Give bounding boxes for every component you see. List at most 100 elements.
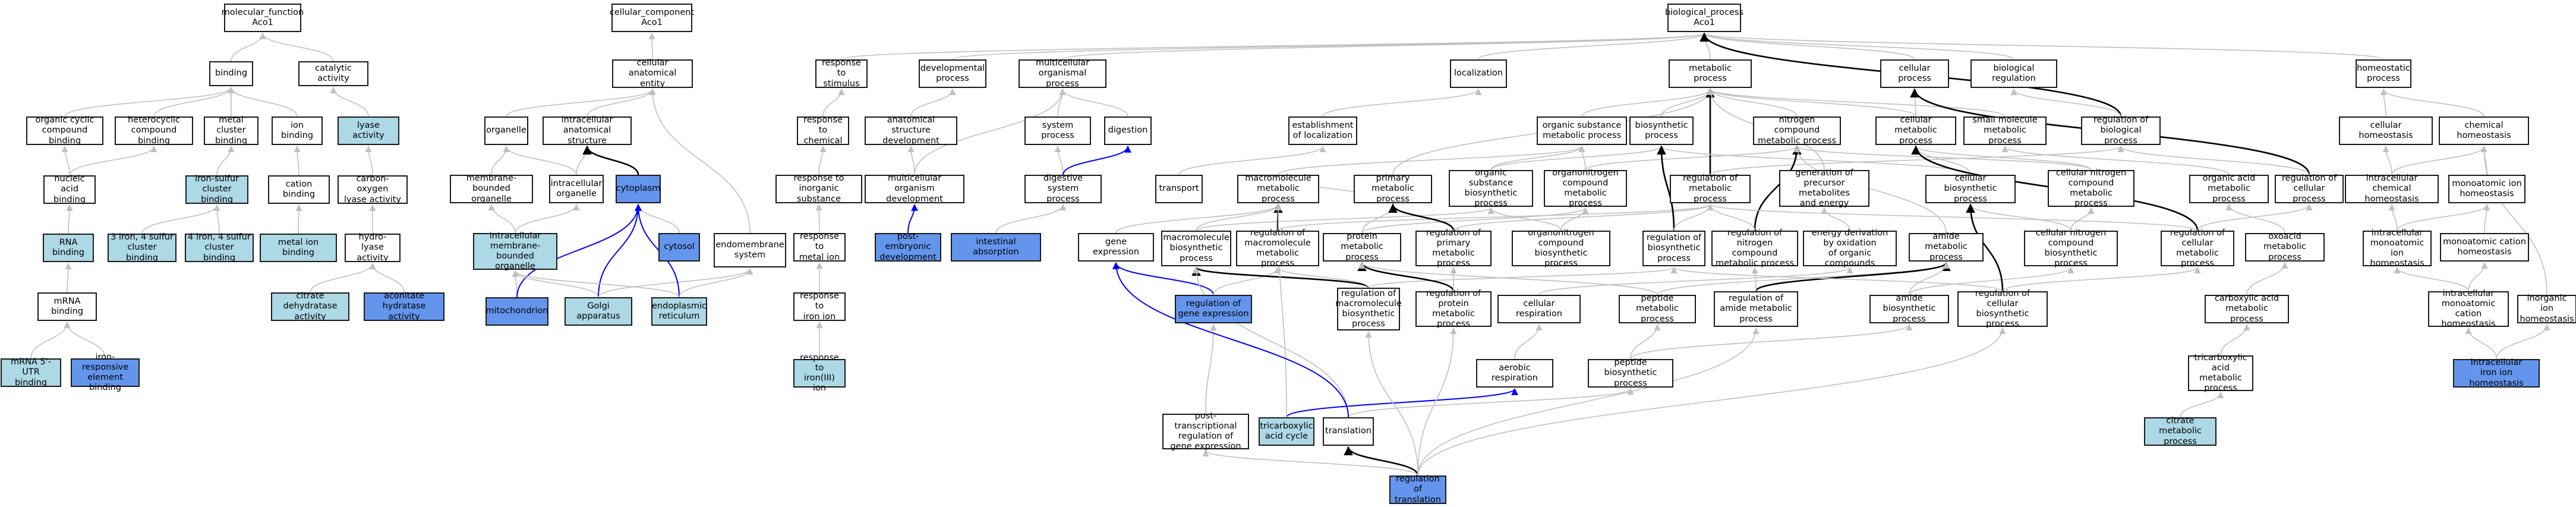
node-ion-binding[interactable]: ion binding bbox=[272, 116, 323, 145]
node-golgi-apparatus[interactable]: Golgi apparatus bbox=[565, 297, 632, 326]
node-translation[interactable]: translation bbox=[1323, 417, 1374, 446]
node-binding[interactable]: binding bbox=[209, 61, 253, 86]
node-system-process[interactable]: system process bbox=[1024, 116, 1091, 145]
node-cellular-process[interactable]: cellular process bbox=[1880, 59, 1949, 88]
node-rna-binding[interactable]: RNA binding bbox=[43, 234, 94, 262]
node-catalytic-activity[interactable]: catalytic activity bbox=[298, 61, 368, 86]
node-localization[interactable]: localization bbox=[1450, 59, 1507, 88]
node-metal-ion-binding[interactable]: metal ion binding bbox=[260, 234, 337, 262]
node-gene-expression[interactable]: gene expression bbox=[1078, 233, 1154, 262]
node-cellular-respiration[interactable]: cellular respiration bbox=[1497, 295, 1581, 323]
node-cellular-homeostasis[interactable]: cellular homeostasis bbox=[2339, 116, 2433, 145]
node-biological-regulation[interactable]: biological regulation bbox=[1970, 59, 2057, 88]
node-transport[interactable]: transport bbox=[1155, 175, 1203, 203]
node-chemical-homeostasis[interactable]: chemical homeostasis bbox=[2439, 116, 2529, 145]
node-intestinal-absorption[interactable]: intestinal absorption bbox=[951, 233, 1041, 262]
node-metabolic-process[interactable]: metabolic process bbox=[1669, 59, 1752, 88]
node-cation-binding[interactable]: cation binding bbox=[268, 175, 330, 204]
node-mrna-binding[interactable]: mRNA binding bbox=[37, 292, 97, 321]
node-cytoplasm[interactable]: cytoplasm bbox=[616, 175, 661, 203]
node-mitochondrion[interactable]: mitochondrion bbox=[485, 297, 548, 326]
node-aerobic-respiration[interactable]: aerobic respiration bbox=[1476, 359, 1553, 388]
node-cytosol[interactable]: cytosol bbox=[658, 233, 700, 262]
